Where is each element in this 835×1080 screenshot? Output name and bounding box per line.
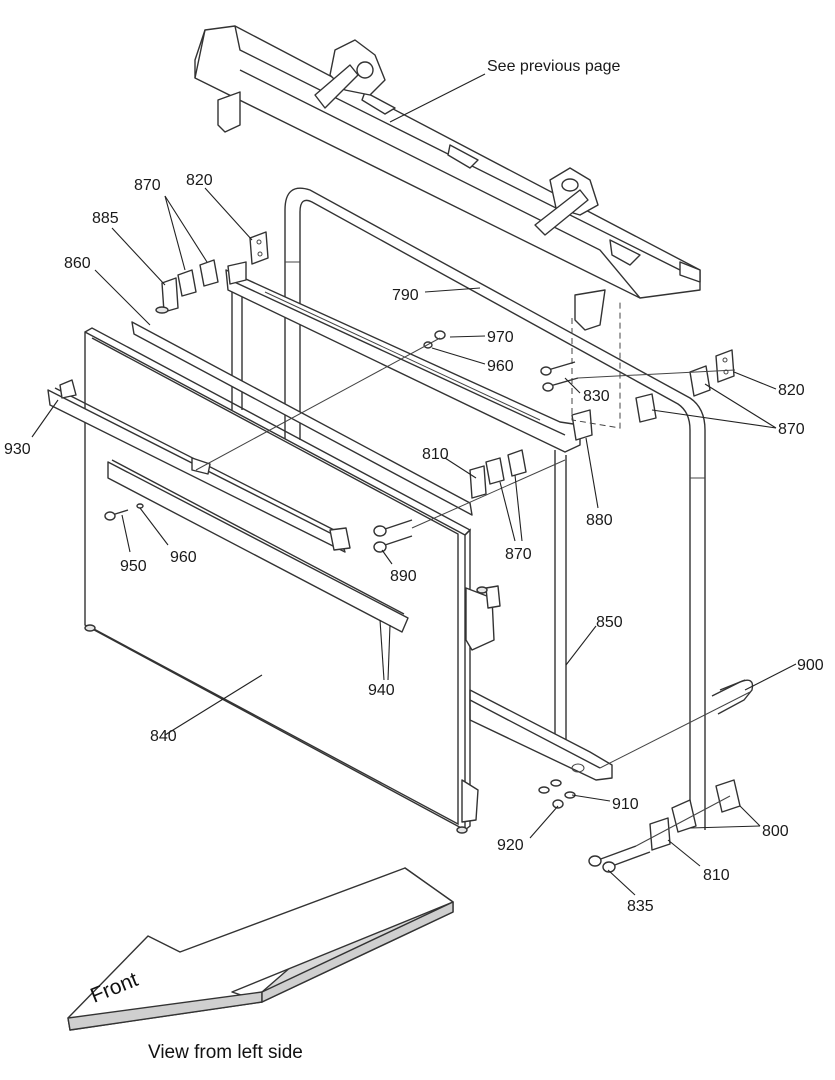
upper-cross-beam	[225, 261, 593, 453]
tube-frame	[284, 187, 706, 830]
callout-910: 910	[612, 796, 639, 813]
callout-810: 810	[422, 446, 449, 463]
callout-960: 960	[170, 549, 197, 566]
callout-820: 820	[778, 382, 805, 399]
callout-labels: See previous page 870 820 885 860 790 97…	[4, 58, 824, 915]
callout-800: 800	[762, 823, 789, 840]
callout-870: 870	[778, 421, 805, 438]
see-previous-page-note: See previous page	[487, 58, 621, 75]
callout-930: 930	[4, 441, 31, 458]
callout-940: 940	[368, 682, 395, 699]
callout-885: 885	[92, 210, 119, 227]
assembly-axes	[195, 337, 751, 847]
bolts	[104, 330, 651, 873]
callout-870: 870	[134, 177, 161, 194]
bracket-820-right	[715, 349, 735, 383]
side-bracket	[461, 585, 501, 823]
clamp-870-right	[635, 365, 711, 423]
channel-940	[107, 457, 409, 633]
callout-830: 830	[583, 388, 610, 405]
callout-835: 835	[627, 898, 654, 915]
callout-790: 790	[392, 287, 419, 304]
plate-885	[155, 277, 179, 314]
callout-960: 960	[487, 358, 514, 375]
callout-860: 860	[64, 255, 91, 272]
callout-970: 970	[487, 329, 514, 346]
top-mounting-rail	[194, 25, 701, 331]
front-arrow: Front	[67, 867, 454, 1031]
callout-900: 900	[797, 657, 824, 674]
strip-860	[131, 321, 473, 516]
callout-810: 810	[703, 867, 730, 884]
hidden-line	[571, 300, 621, 429]
callout-950: 950	[120, 558, 147, 575]
callout-880: 880	[586, 512, 613, 529]
callout-890: 890	[390, 568, 417, 585]
view-caption: View from left side	[148, 1042, 303, 1063]
callout-840: 840	[150, 728, 177, 745]
u-bolt-900	[711, 679, 754, 715]
clamp-870-middle	[485, 449, 527, 485]
leader-lines	[31, 73, 797, 896]
bracket-820-top	[249, 231, 269, 265]
callout-850: 850	[596, 614, 623, 631]
callout-920: 920	[497, 837, 524, 854]
clamp-870-top	[177, 259, 219, 297]
plate-810-middle	[469, 465, 487, 499]
callout-870: 870	[505, 546, 532, 563]
callout-820: 820	[186, 172, 213, 189]
